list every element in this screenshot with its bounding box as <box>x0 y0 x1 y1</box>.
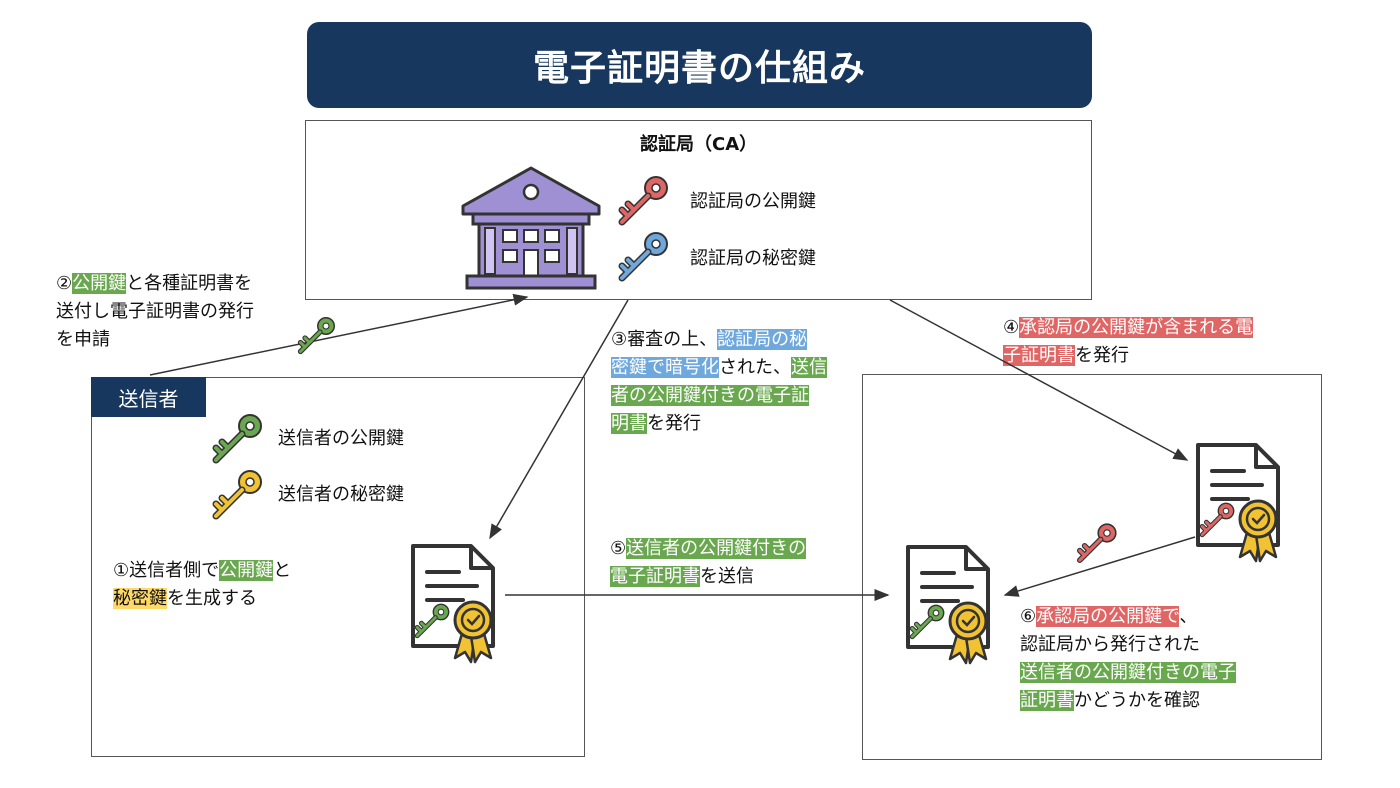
sender-private-key-icon <box>216 471 261 516</box>
sender-certificate-icon <box>411 544 495 664</box>
step-1-note: ①送信者側で公開鍵と 秘密鍵を生成する <box>113 560 292 609</box>
title-bar: 電子証明書の仕組み <box>307 22 1092 108</box>
receiver-certificate-icon <box>906 545 990 665</box>
page-title: 電子証明書の仕組み <box>532 48 866 89</box>
arrow-step-6 <box>1003 536 1196 597</box>
ca-public-key-icon <box>622 177 667 222</box>
sender-box <box>91 377 585 757</box>
step-6-note: ⑥承認局の公開鍵で、 認証局から発行された 送信者の公開鍵付きの電子 証明書かど… <box>1020 606 1236 711</box>
step-2-note: ②公開鍵と各種証明書を 送付し電子証明書の発行 を申請 <box>56 273 254 350</box>
sent-public-key-icon <box>301 318 335 352</box>
arrow-step-2 <box>149 293 529 376</box>
sender-private-key-label: 送信者の秘密鍵 <box>278 484 404 505</box>
ca-title: 認証局（CA） <box>640 134 758 155</box>
step-5-note: ⑤送信者の公開鍵付きの 電子証明書を送信 <box>610 538 807 587</box>
arrow-step-3 <box>489 299 629 540</box>
sender-public-key-label: 送信者の公開鍵 <box>278 428 404 449</box>
ca-key-to-receiver-icon <box>1080 524 1116 560</box>
step-3-note: ③審査の上、認証局の秘 密鍵で暗号化された、送信 者の公開鍵付きの電子証 明書を… <box>611 329 827 434</box>
ca-box <box>305 120 1092 300</box>
bank-building-icon <box>461 166 601 290</box>
sender-public-key-icon <box>216 415 261 460</box>
ca-public-key-label: 認証局の公開鍵 <box>690 191 816 212</box>
ca-certificate-icon <box>1196 443 1280 563</box>
step-4-note: ④承認局の公開鍵が含まれる電 子証明書を発行 <box>1003 317 1254 366</box>
ca-private-key-label: 認証局の秘密鍵 <box>690 248 816 269</box>
sender-label: 送信者 <box>91 377 206 417</box>
ca-private-key-icon <box>622 233 667 278</box>
arrow-step-4 <box>889 299 1189 461</box>
